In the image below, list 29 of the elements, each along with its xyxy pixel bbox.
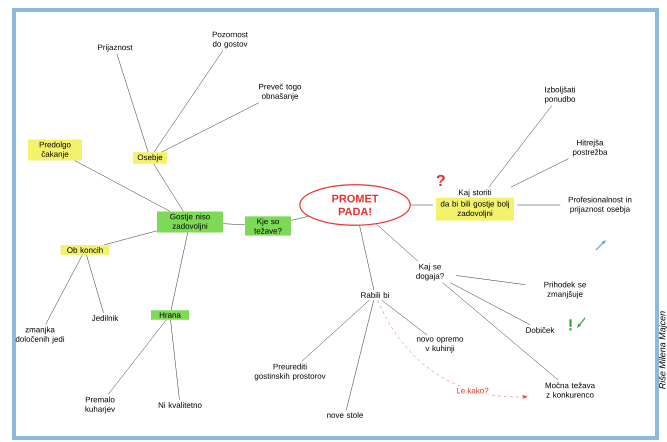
branch-line bbox=[170, 320, 180, 400]
beside-mark: ! bbox=[569, 319, 572, 330]
branch-line bbox=[108, 320, 166, 395]
beside-mark: ? bbox=[436, 174, 445, 186]
branch-line bbox=[450, 282, 530, 326]
credit-text: Riše Milena Majcen bbox=[658, 311, 667, 389]
branch-line bbox=[170, 232, 188, 310]
branch-line bbox=[517, 204, 560, 206]
branch-line bbox=[291, 216, 308, 221]
dashed-arrow bbox=[378, 300, 528, 399]
branch-line bbox=[346, 300, 374, 410]
branch-line bbox=[161, 102, 260, 152]
branch-line bbox=[104, 230, 157, 246]
branch-line bbox=[510, 158, 569, 188]
branch-line bbox=[488, 105, 552, 188]
branch-line bbox=[86, 254, 104, 314]
branch-line bbox=[456, 275, 526, 285]
branch-line bbox=[116, 54, 148, 152]
branch-line bbox=[359, 226, 374, 290]
branch-line bbox=[442, 282, 558, 380]
branch-line bbox=[154, 164, 184, 212]
branch-line bbox=[154, 50, 224, 152]
branch-line bbox=[410, 204, 433, 206]
branch-line bbox=[376, 224, 418, 262]
branch-line bbox=[223, 224, 245, 225]
branch-line bbox=[302, 300, 370, 362]
branch-line bbox=[45, 254, 82, 325]
branch-line bbox=[381, 300, 428, 336]
branch-line bbox=[74, 160, 170, 212]
